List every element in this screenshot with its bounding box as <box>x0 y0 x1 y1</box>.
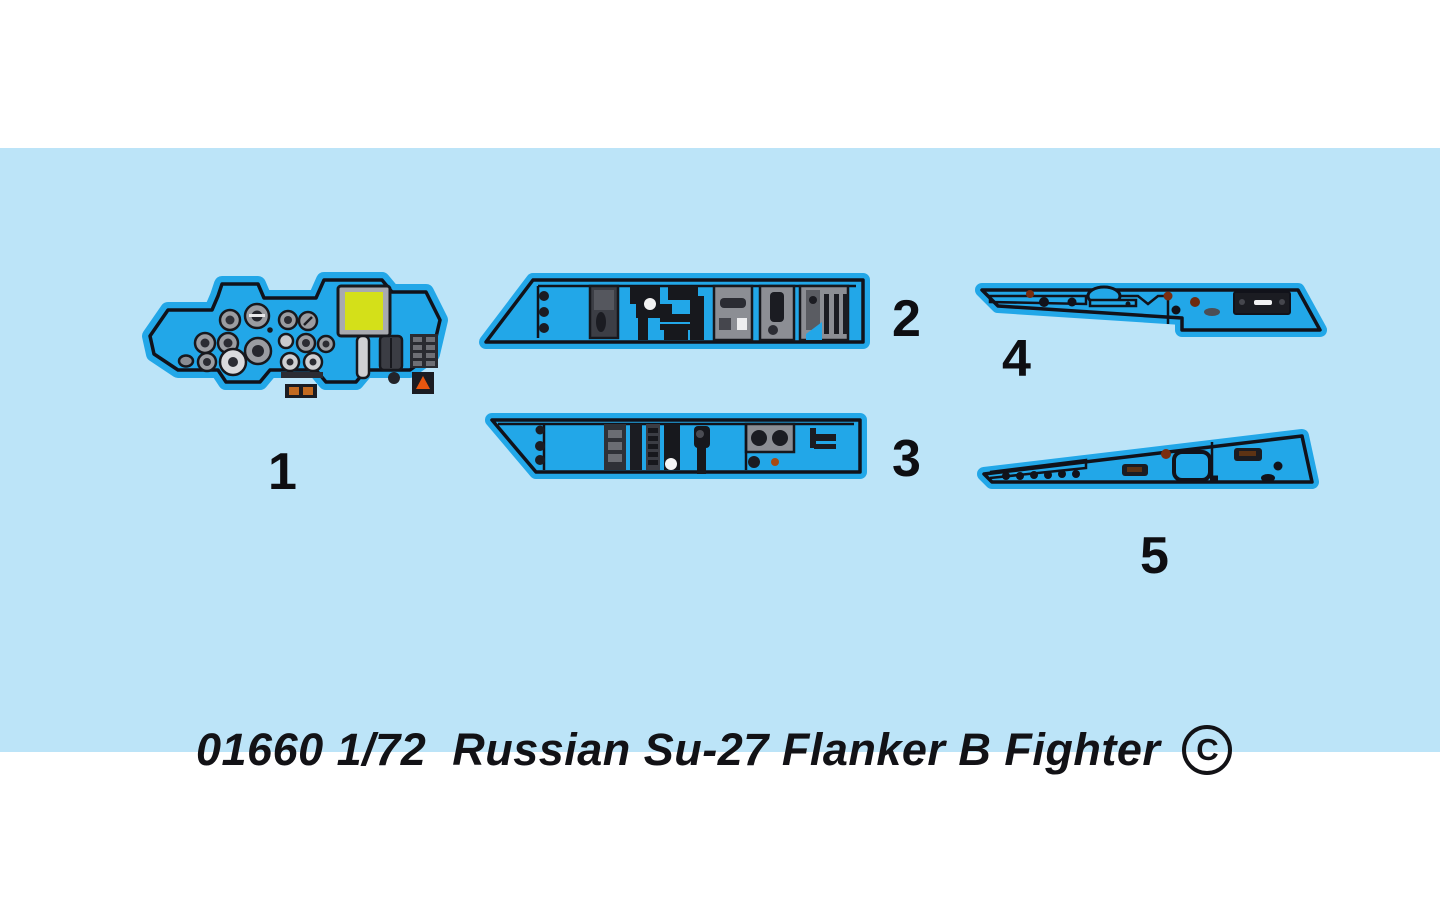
part-4-rivets <box>1026 290 1220 316</box>
part-1-control-stick <box>355 334 371 380</box>
part-3-label: 3 <box>892 430 921 488</box>
part-3-lever <box>694 426 710 474</box>
part-2-label: 2 <box>892 290 921 348</box>
part-5-rivet-c <box>1261 474 1275 482</box>
part-5-lower-sidewall[interactable] <box>962 420 1332 510</box>
part-5-box-b <box>1234 448 1262 461</box>
part-3-switch-cluster <box>604 424 680 470</box>
part-5-label: 5 <box>1140 527 1169 585</box>
part-1-lower-switch-block <box>285 384 317 398</box>
part-5-scribe-line <box>989 458 1088 480</box>
artboard-background: 1 <box>0 148 1440 775</box>
part-1-avionics-box <box>378 334 404 372</box>
part-2-rivets <box>539 291 549 333</box>
part-3-dual-dial-panel <box>744 422 796 470</box>
part-2-panel-c <box>798 284 850 342</box>
part-1-knob <box>388 372 400 384</box>
part-1-warning-indicator <box>412 372 434 394</box>
title-bar: 01660 1/72 Russian Su-27 Flanker B Fight… <box>196 720 1296 780</box>
kit-title-text: 01660 1/72 Russian Su-27 Flanker B Fight… <box>196 724 1161 775</box>
part-2-panel-b <box>758 284 796 342</box>
part-2-block-a <box>588 284 620 340</box>
part-5-rivet-a <box>1161 449 1171 459</box>
part-1-gauges <box>177 302 336 378</box>
part-3-rivets <box>535 425 545 465</box>
part-3-clamp <box>810 428 836 449</box>
part-1-label: 1 <box>268 443 297 501</box>
part-5-rivet-b <box>1273 461 1283 471</box>
part-3-left-console[interactable] <box>478 400 878 500</box>
part-1-display-screen <box>336 284 392 338</box>
part-5-box-a <box>1122 464 1148 476</box>
copyright-icon: C <box>1182 725 1233 775</box>
part-2-throttle <box>630 286 704 340</box>
part-2-right-console[interactable] <box>478 260 878 360</box>
part-4-dark-box <box>1233 291 1291 315</box>
part-1-instrument-panel[interactable] <box>130 258 460 418</box>
part-4-dome <box>1086 285 1138 308</box>
part-2-panel-a <box>712 284 754 342</box>
part-1-switch-grid <box>410 334 438 368</box>
part-5-rivet-row <box>1002 470 1080 480</box>
part-5-panel-window <box>1172 450 1212 482</box>
part-4-scribe-line <box>988 294 1088 306</box>
part-4-label: 4 <box>1002 330 1031 388</box>
part-4-upper-sidewall[interactable] <box>968 266 1328 356</box>
